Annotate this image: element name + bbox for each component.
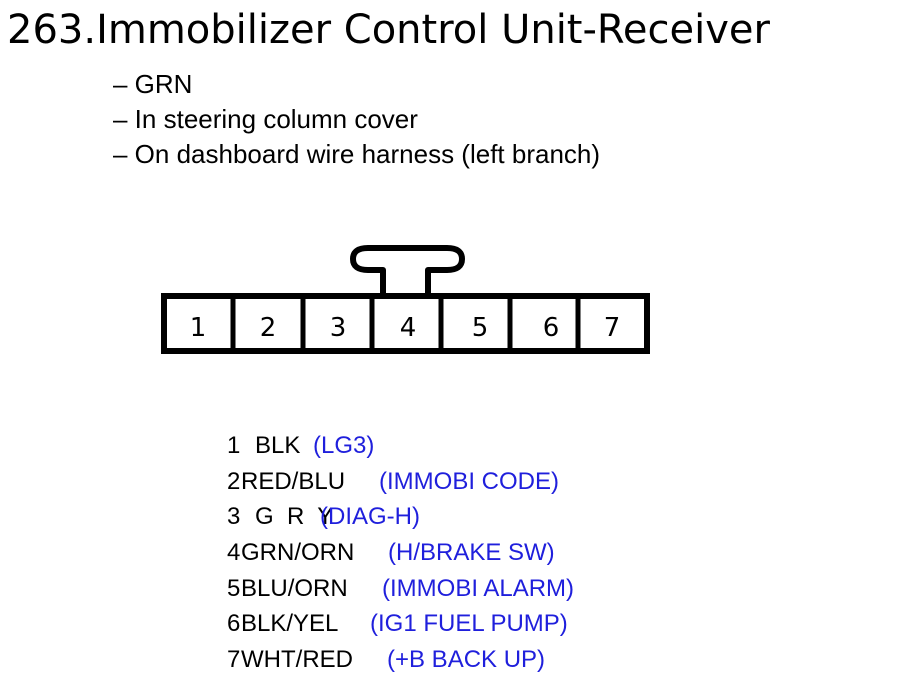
pin-function: (IG1 FUEL PUMP) [370, 610, 568, 638]
page-title: 263.Immobilizer Control Unit-Receiver [7, 7, 770, 53]
pin-label-4: 4 [400, 313, 417, 343]
wire-color: GRN/ORN [241, 539, 355, 567]
pin-label-5: 5 [472, 313, 489, 343]
wire-color: BLK [255, 432, 301, 459]
pin-number: 5 [227, 574, 241, 602]
pin-function: (DIAG-H) [320, 503, 420, 531]
pin-number: 3 [227, 503, 241, 531]
pin-function: (IMMOBI CODE) [379, 467, 559, 495]
connector-lock-tab [350, 245, 465, 296]
pin-number: 2 [227, 467, 241, 495]
wire-color: BLU/ORN [241, 574, 348, 602]
pin-number: 6 [227, 610, 241, 638]
pin-function: (+B BACK UP) [387, 646, 546, 674]
connector-harness: – On dashboard wire harness (left branch… [113, 139, 601, 169]
connector-housing [161, 293, 650, 354]
connector-info: – GRN – In steering column cover – On da… [113, 67, 600, 172]
connector-location: – In steering column cover [113, 104, 418, 134]
pin-function: (H/BRAKE SW) [388, 539, 555, 567]
pin-label-1: 1 [190, 313, 207, 343]
pin-label-2: 2 [260, 313, 277, 343]
pin-function: (IMMOBI ALARM) [382, 574, 575, 602]
pin-number: 1 [227, 432, 241, 459]
connector-color: – GRN [113, 69, 193, 99]
wire-color: BLK/YEL [241, 610, 339, 638]
wire-color: WHT/RED [241, 646, 353, 674]
pin-number: 4 [227, 539, 241, 567]
pin-function: (LG3) [313, 432, 375, 459]
wire-color: G R Y [255, 503, 334, 531]
wire-color: RED/BLU [241, 467, 346, 495]
pin-number: 7 [227, 646, 241, 674]
pin-label-3: 3 [330, 313, 347, 343]
pin-label-6: 6 [543, 313, 560, 343]
pin-label-7: 7 [604, 313, 621, 343]
